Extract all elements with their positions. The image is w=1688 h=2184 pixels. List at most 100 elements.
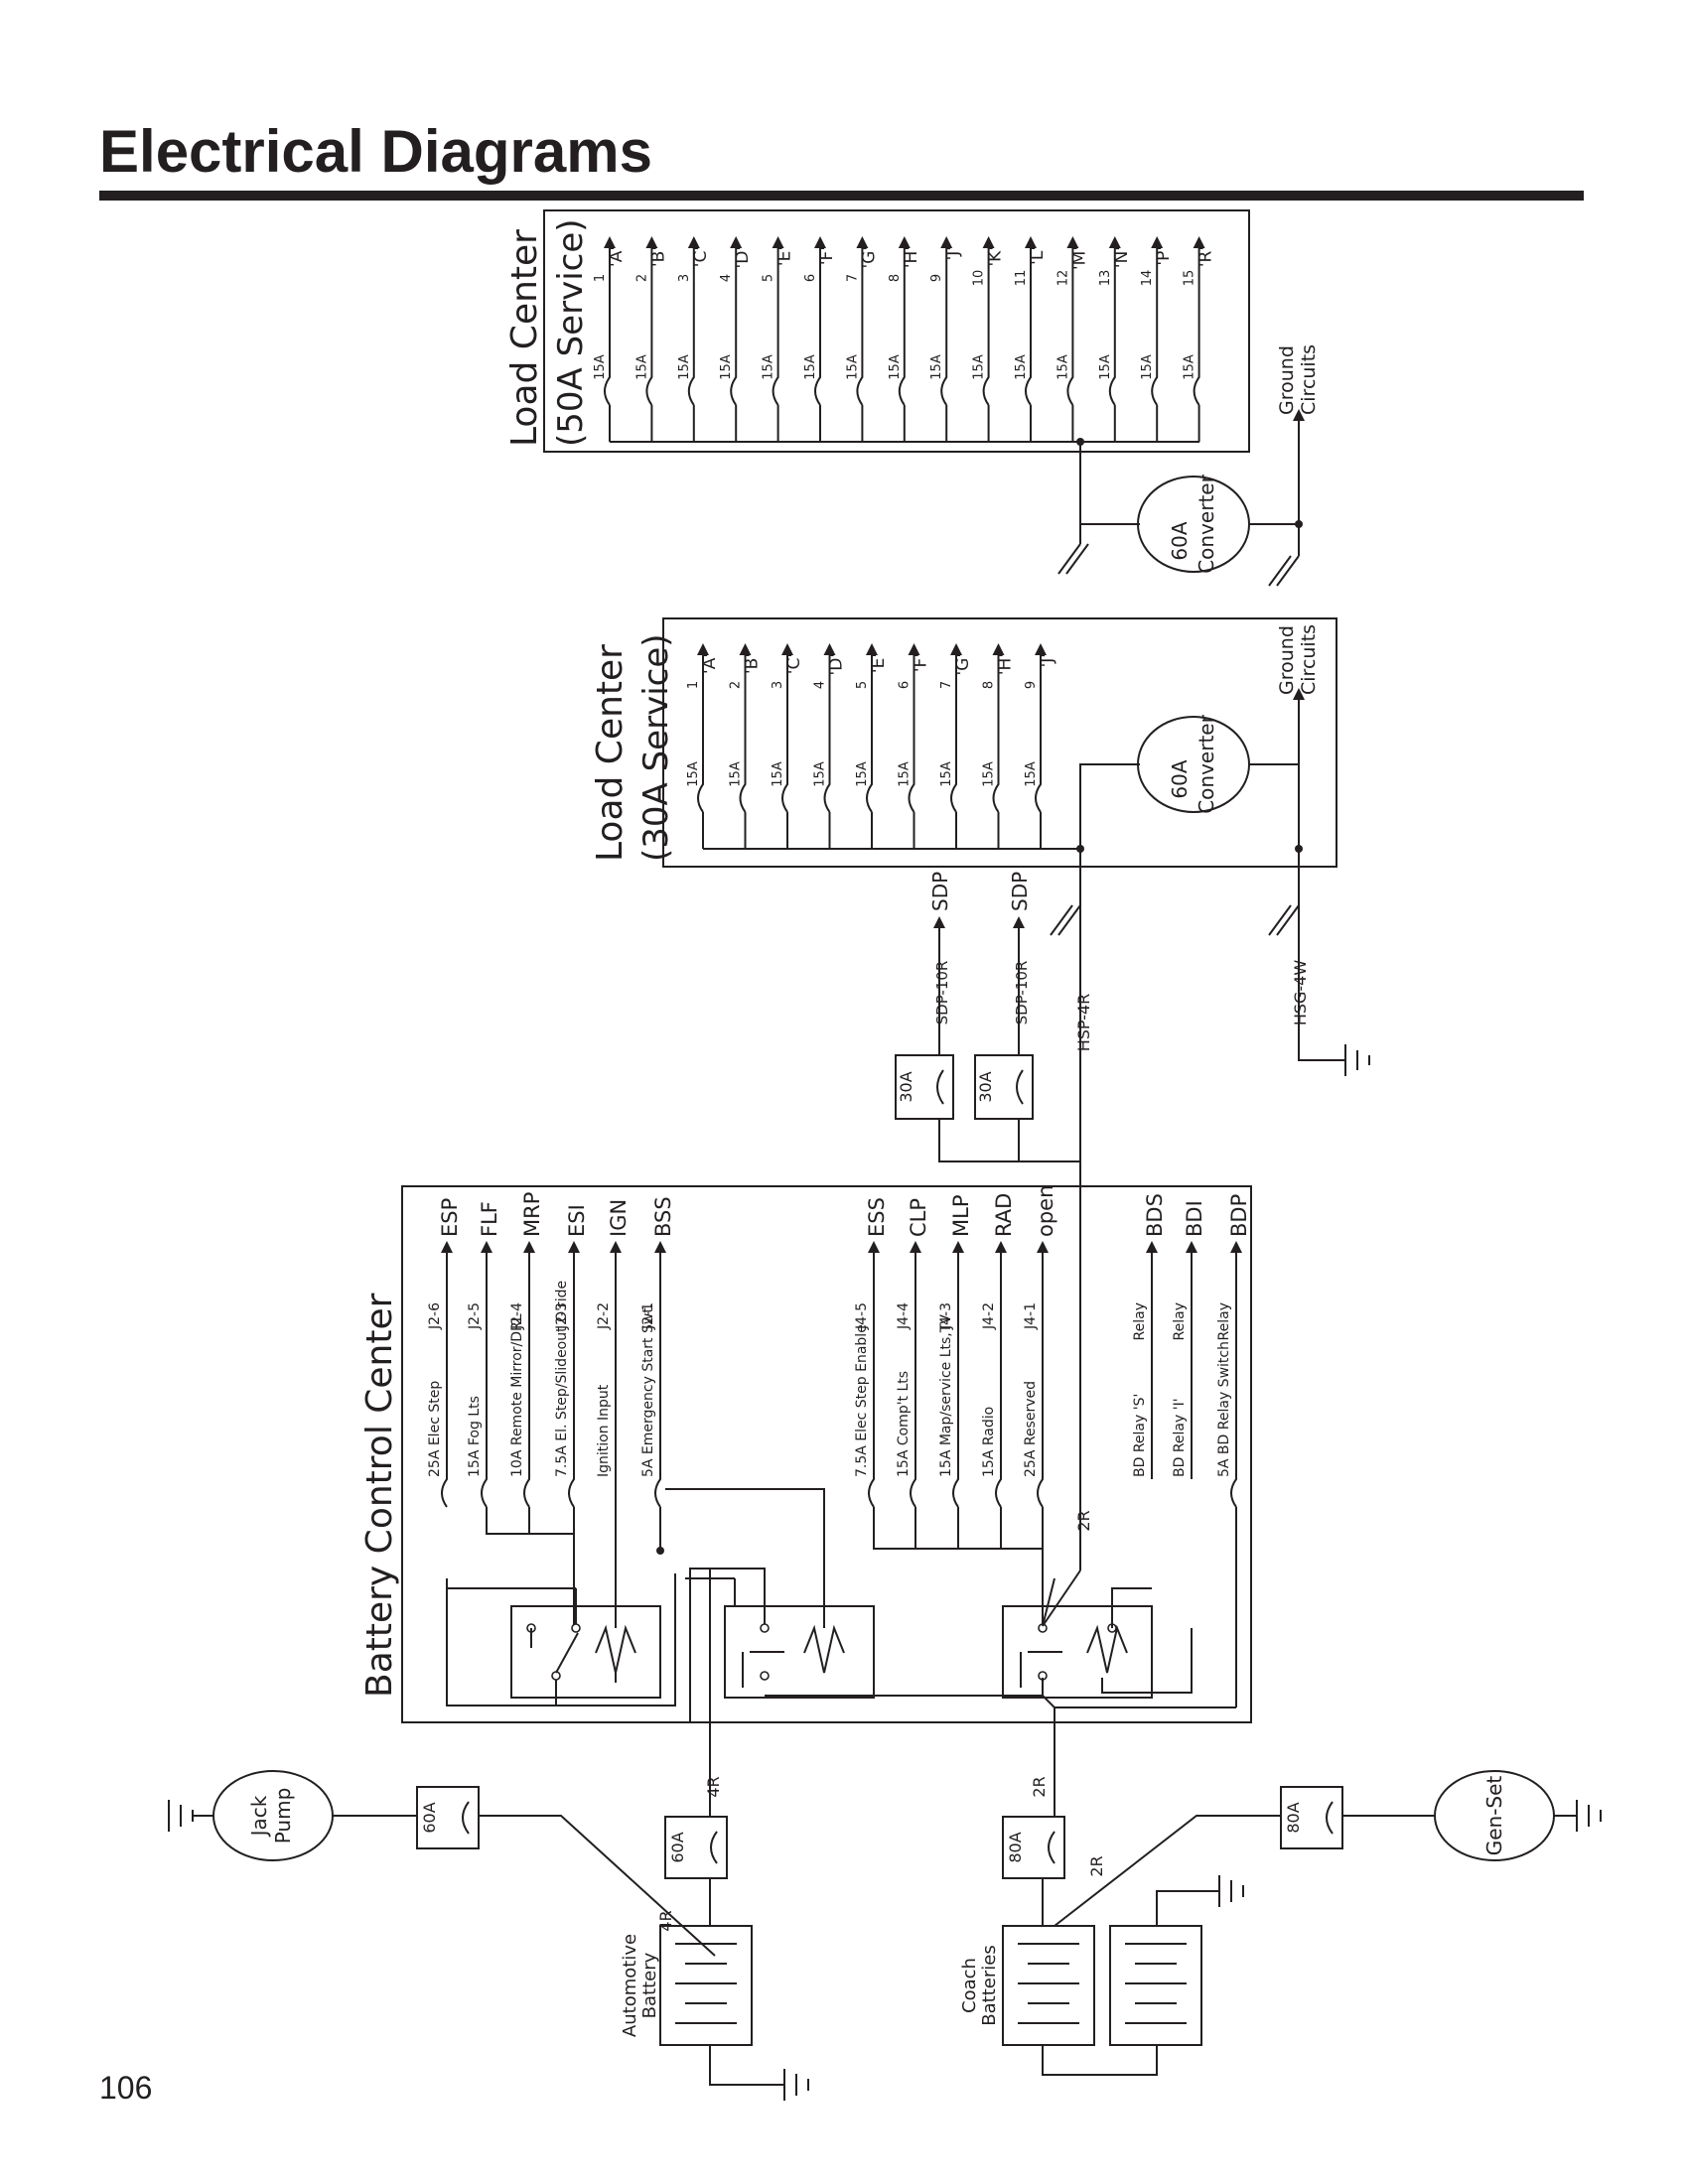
lc50-breaker-number: 3 (677, 274, 692, 282)
load-center-50a-subtitle: (50A Service) (551, 218, 591, 447)
lc30-breaker-rating: 15A (939, 761, 954, 787)
load-center-30a-breakers: 15A1'A'15A2'B'15A3'C'15A4'D'15A5'E'15A6'… (686, 643, 1057, 849)
lc50-circuit-label: 'B' (648, 246, 668, 267)
lc50-breaker-wire (730, 248, 738, 442)
relay-1-coil (595, 1624, 636, 1674)
sdp-2-target: SDP (1008, 872, 1032, 911)
lc50-arrow (1066, 236, 1079, 248)
bcc-circuit-pin: J2-5 (467, 1302, 483, 1330)
bcc-arrow (952, 1241, 964, 1253)
lc50-breaker-wire (604, 248, 611, 442)
lc30-breaker-number: 3 (771, 681, 785, 689)
bcc-arrow (523, 1241, 535, 1253)
bcc-circuit-wire (1037, 1253, 1044, 1508)
lc50-breaker-wire (1108, 248, 1116, 442)
bcc-arrow (910, 1241, 921, 1253)
bcc-circuit-wire (952, 1253, 959, 1508)
lc50-breaker-wire (1066, 248, 1074, 442)
lc50-breaker-wire (982, 248, 990, 442)
auto-battery-line2: Battery (639, 1952, 660, 2018)
sdp-1-feed (938, 1119, 1080, 1162)
ground-symbol (1344, 1044, 1370, 1076)
lc30-breaker-number: 7 (939, 681, 954, 689)
jack-pump-line1: Jack (247, 1795, 271, 1838)
bcc-circuit-label: 15A Radio (981, 1407, 997, 1477)
lc50-breaker-rating: 15A (677, 354, 692, 380)
lc50-circuit-label: 'J' (943, 246, 963, 260)
fuse-1-symbol (936, 1069, 944, 1105)
lc50-breaker-number: 7 (845, 274, 860, 282)
lc30-circuit-label: 'D' (827, 653, 847, 675)
lc50-breaker-number: 8 (888, 274, 903, 282)
converter-30a-symbol (1137, 716, 1250, 813)
lc50-circuit-label: 'D' (733, 246, 753, 268)
lc30-breaker-rating: 15A (982, 761, 997, 787)
coach-fuse (1002, 1816, 1065, 1879)
relay-1-switch (530, 1628, 579, 1706)
bcc-circuit-pin: J4-5 (854, 1302, 870, 1330)
lc30-arrow (739, 643, 752, 655)
bcc-circuit-code: CLP (907, 1198, 930, 1237)
relay-3-coil (1086, 1624, 1128, 1674)
lc50-breaker-wire (645, 248, 653, 442)
relay-3-switch (1020, 1651, 1062, 1688)
bcc-circuit-code: ESI (565, 1204, 589, 1237)
battery-cells (1125, 1943, 1187, 2024)
bcc-circuit-code: BDI (1183, 1200, 1206, 1237)
lc50-breaker-wire (856, 248, 864, 442)
bcc-circuit-label: 25A Reserved (1023, 1381, 1039, 1477)
ground-circuits-50-line1: Ground (1276, 345, 1298, 415)
lc50-circuit-label: 'A' (607, 246, 627, 267)
lc50-arrow (645, 236, 658, 248)
bcc-circuit-label: 5A BD Relay Switch (1216, 1341, 1232, 1477)
lc30-breaker-number: 6 (898, 681, 913, 689)
bcc-circuit-pin: J4-4 (896, 1302, 912, 1330)
relay-3-input (1042, 1570, 1081, 1627)
lc30-breaker-number: 5 (855, 681, 870, 689)
bcc-arrow (568, 1241, 580, 1253)
lc50-breaker-number: 2 (634, 274, 649, 282)
lc30-arrow (1035, 643, 1047, 655)
bcc-circuit-wire (568, 1253, 575, 1508)
title-rule (99, 191, 1584, 201)
bcc-circuit-label: 25A Elec Step (427, 1381, 443, 1477)
lc50-breaker-rating: 15A (845, 354, 860, 380)
bcc-circuit-label: BD Relay 'S' (1132, 1394, 1148, 1477)
bcc-arrow (610, 1241, 622, 1253)
bcc-arrow (481, 1241, 492, 1253)
load-center-30a-box (662, 617, 1337, 868)
bcc-terminal-dot (656, 1547, 664, 1555)
sdp-fuse-1-rating: 30A (897, 1071, 915, 1102)
bcc-circuit-pin: J2-6 (427, 1302, 443, 1330)
converter-ground-wire (1249, 700, 1300, 849)
lc50-arrow (1025, 236, 1037, 248)
auto-battery-line1: Automotive (620, 1934, 640, 2037)
sdp-arrow (1013, 916, 1025, 928)
bcc-circuit-code: MRP (520, 1192, 544, 1237)
relay-2-coil (803, 1624, 845, 1674)
relay-2-feed (689, 1568, 766, 1722)
bcc-circuit-label: Ignition Input (596, 1384, 612, 1477)
lc50-breaker-rating: 15A (1014, 354, 1029, 380)
lc50-breaker-number: 15 (1183, 270, 1197, 287)
lc30-arrow (697, 643, 709, 655)
bcc-arrow (1037, 1241, 1049, 1253)
power-sources: Jack Pump 60A 4R 4R 60A Automotive Batte… (168, 1569, 1602, 2101)
lc30-breaker-wire (1035, 655, 1042, 849)
converter-50a-rating: 60A (1168, 521, 1192, 560)
bcc-circuit-code: BDS (1143, 1193, 1167, 1237)
coach-battery-1 (1002, 1925, 1095, 2046)
lc50-breaker-wire (814, 248, 821, 442)
coach-batteries-line1: Coach (959, 1958, 980, 2013)
lc50-arrow (772, 236, 784, 248)
lc50-breaker-number: 9 (929, 274, 944, 282)
bcc-arrow (995, 1241, 1007, 1253)
bcc-circuit-pin: Relay (1132, 1302, 1148, 1340)
lc50-breaker-rating: 15A (972, 354, 987, 380)
lc50-breaker-rating: 15A (1098, 354, 1113, 380)
lc50-breaker-rating: 15A (593, 354, 608, 380)
lc50-circuit-label: 'L' (1028, 246, 1048, 265)
relay-3-bds (1111, 1587, 1152, 1628)
lc50-breaker-rating: 15A (719, 354, 734, 380)
lc50-breaker-number: 12 (1055, 270, 1070, 287)
